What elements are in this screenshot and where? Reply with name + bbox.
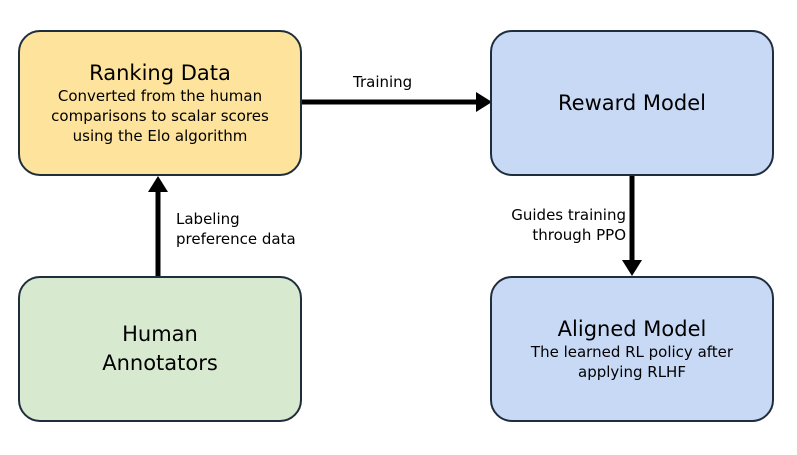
reward-model-node: Reward Model [490, 30, 774, 176]
arrow-labeling [148, 176, 168, 276]
human-annotators-title-2: Annotators [102, 351, 218, 375]
arrow-training [302, 92, 492, 112]
guides-edge-label-line-1: Guides training [511, 206, 626, 224]
ranking-data-subtitle-1: Converted from the human [57, 87, 263, 105]
ranking-data-subtitle-3: using the Elo algorithm [72, 127, 248, 145]
ranking-data-subtitle-2: comparisons to scalar scores [51, 107, 269, 125]
ranking-data-node: Ranking Data Converted from the human co… [18, 30, 302, 176]
aligned-model-subtitle-2: applying RLHF [578, 363, 686, 381]
aligned-model-subtitle-1: The learned RL policy after [530, 343, 734, 361]
labeling-edge-label-line-2: preference data [176, 230, 296, 248]
labeling-edge-label: Labeling preference data [176, 209, 296, 249]
human-annotators-title-1: Human [122, 322, 198, 346]
guides-edge-label: Guides training through PPO [502, 205, 626, 245]
aligned-model-node: Aligned Model The learned RL policy afte… [490, 276, 774, 422]
guides-edge-label-line-2: through PPO [532, 226, 626, 244]
ranking-data-title: Ranking Data [89, 61, 231, 85]
aligned-model-title: Aligned Model [557, 317, 707, 341]
human-annotators-node: Human Annotators [18, 276, 302, 422]
reward-model-title: Reward Model [558, 91, 706, 115]
labeling-edge-label-line-1: Labeling [176, 210, 240, 228]
training-edge-label: Training [353, 73, 413, 91]
